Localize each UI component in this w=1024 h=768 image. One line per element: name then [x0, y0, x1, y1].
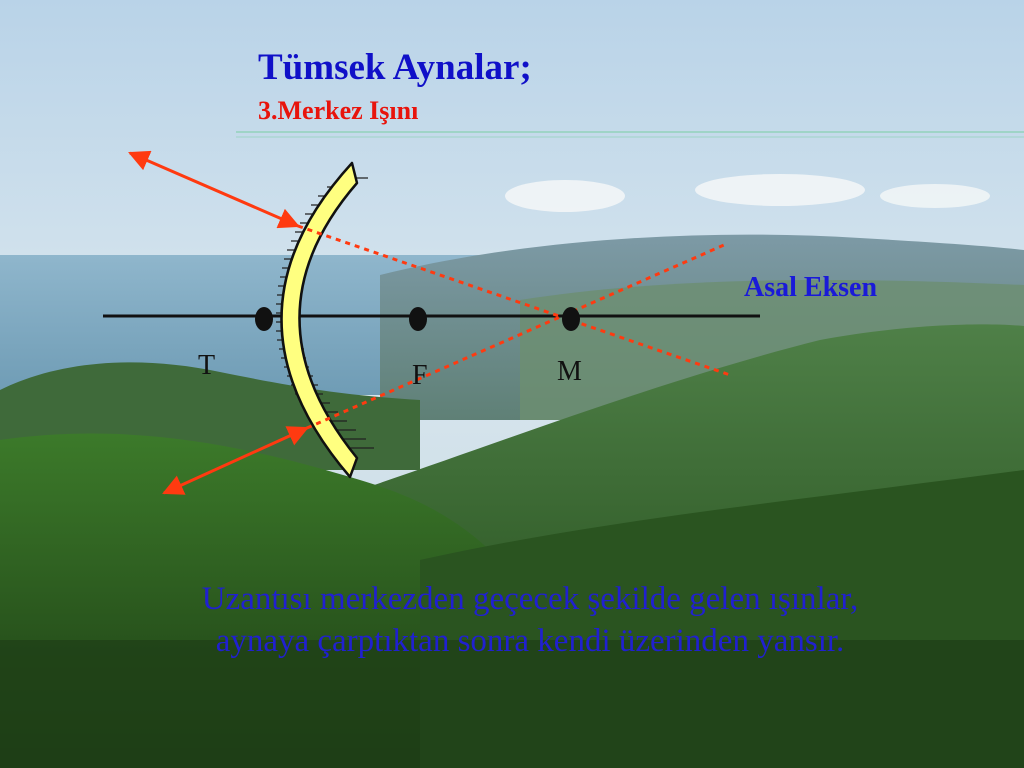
center-point — [562, 307, 580, 331]
caption-line-1: Uzantısı merkezden geçecek şekilde gelen… — [201, 581, 859, 617]
caption: Uzantısı merkezden geçecek şekilde gelen… — [60, 578, 1000, 662]
center-label: M — [557, 356, 582, 387]
slide-subtitle: 3.Merkez Işını — [258, 96, 419, 125]
slide-title: Tümsek Aynalar; — [258, 47, 532, 88]
vertex-label: T — [198, 350, 216, 381]
convex-mirror — [280, 161, 359, 479]
principal-axis-label: Asal Eksen — [744, 272, 878, 303]
focus-label: F — [412, 360, 428, 391]
ray-2 — [162, 426, 309, 495]
incident-ray-2-extension — [306, 243, 725, 430]
incident-ray-1-extension — [297, 224, 731, 377]
focus-point — [409, 307, 427, 331]
ray-1 — [128, 150, 300, 229]
caption-line-2: aynaya çarptıktan sonra kendi üzerinden … — [215, 623, 845, 659]
vertex-point — [255, 307, 273, 331]
